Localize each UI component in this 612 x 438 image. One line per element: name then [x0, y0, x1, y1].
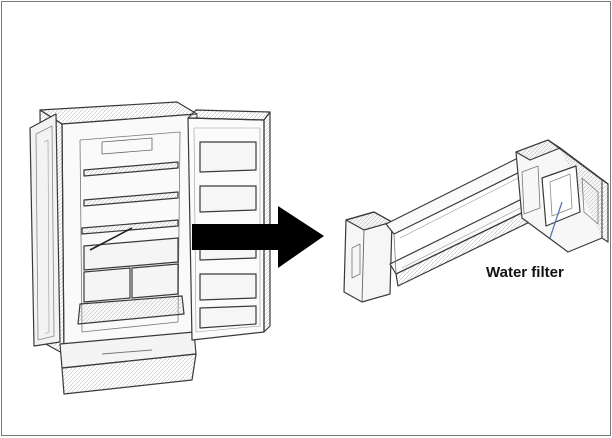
refrigerator-illustration — [29, 101, 271, 395]
water-filter-label: Water filter — [486, 264, 564, 281]
direction-arrow — [192, 206, 324, 268]
water-filter-housing-illustration — [343, 139, 609, 303]
filter-pointer-line — [549, 201, 563, 239]
